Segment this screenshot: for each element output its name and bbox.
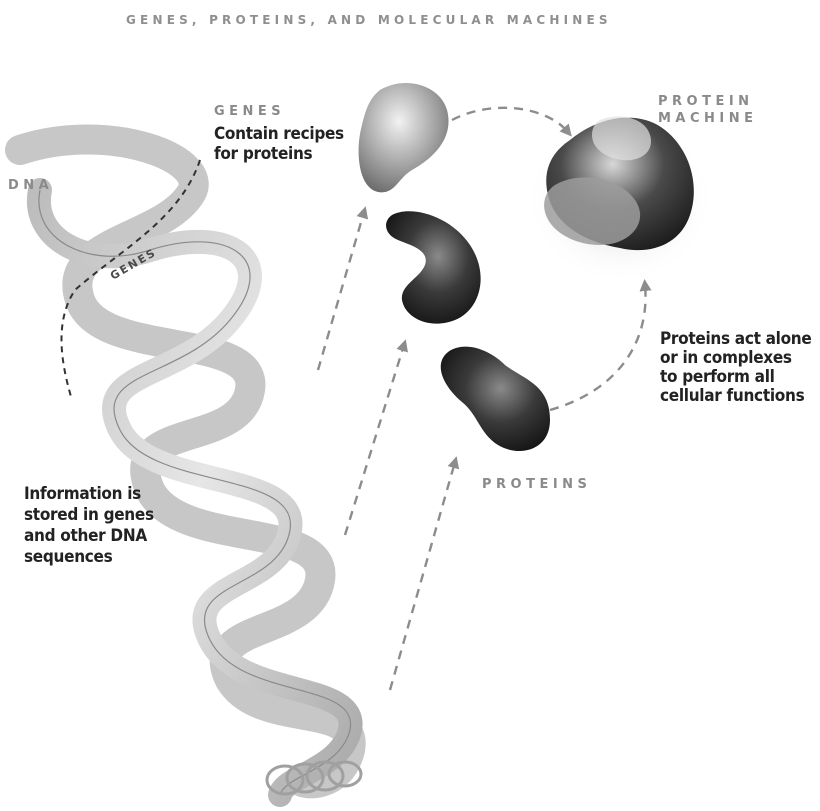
protein-machine-label: PROTEIN MACHINE [658, 93, 758, 127]
protein-machine [525, 115, 715, 285]
proteins-description-line-1: Proteins act alone [660, 330, 811, 349]
protein-machine-label-line-1: PROTEIN [658, 93, 758, 110]
genes-description-line-2: for proteins [214, 144, 344, 164]
information-description-line-3: and other DNA [24, 526, 154, 547]
dna-label: DNA [8, 178, 53, 193]
arrow-protein-to-machine [452, 108, 568, 132]
page-title: GENES, PROTEINS, AND MOLECULAR MACHINES [126, 13, 612, 27]
proteins-description-line-3: to perform all [660, 368, 811, 387]
light-protein-shape [359, 83, 449, 192]
information-description-line-4: sequences [24, 547, 154, 568]
dark-protein-shape [386, 211, 481, 323]
dna-helix [20, 139, 361, 795]
small-protein-shape [441, 347, 550, 451]
proteins-description-line-2: or in complexes [660, 349, 811, 368]
proteins-description-line-4: cellular functions [660, 387, 811, 406]
information-description-line-1: Information is [24, 484, 154, 505]
arrow-dna-to-dark-protein [345, 345, 404, 535]
protein-machine-label-line-2: MACHINE [658, 110, 758, 127]
arrow-dna-to-light-protein [318, 212, 364, 370]
information-description-line-2: stored in genes [24, 505, 154, 526]
genes-heading: GENES [214, 104, 285, 119]
genes-description: Contain recipes for proteins [214, 124, 344, 164]
genes-description-line-1: Contain recipes [214, 124, 344, 144]
information-description: Information is stored in genes and other… [24, 484, 154, 568]
arrow-dna-to-small-protein [390, 462, 455, 690]
arrow-complex-to-machine [550, 285, 646, 410]
proteins-label: PROTEINS [482, 477, 591, 492]
proteins-description: Proteins act alone or in complexes to pe… [660, 330, 811, 406]
